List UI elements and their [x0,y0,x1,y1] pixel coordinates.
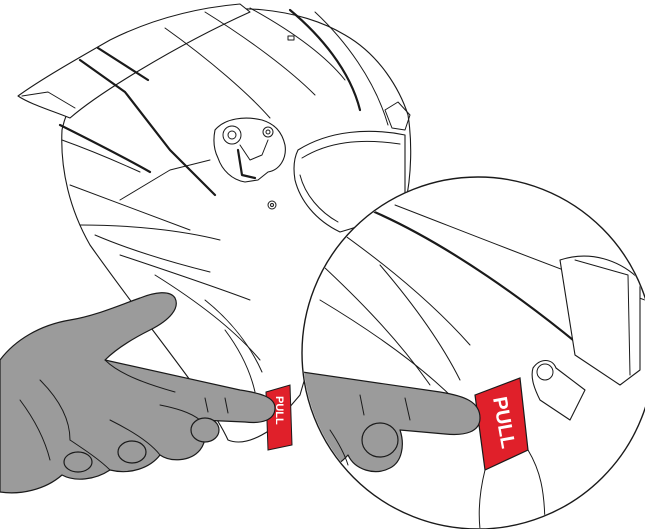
magnifier-circle: PULL [300,177,645,529]
